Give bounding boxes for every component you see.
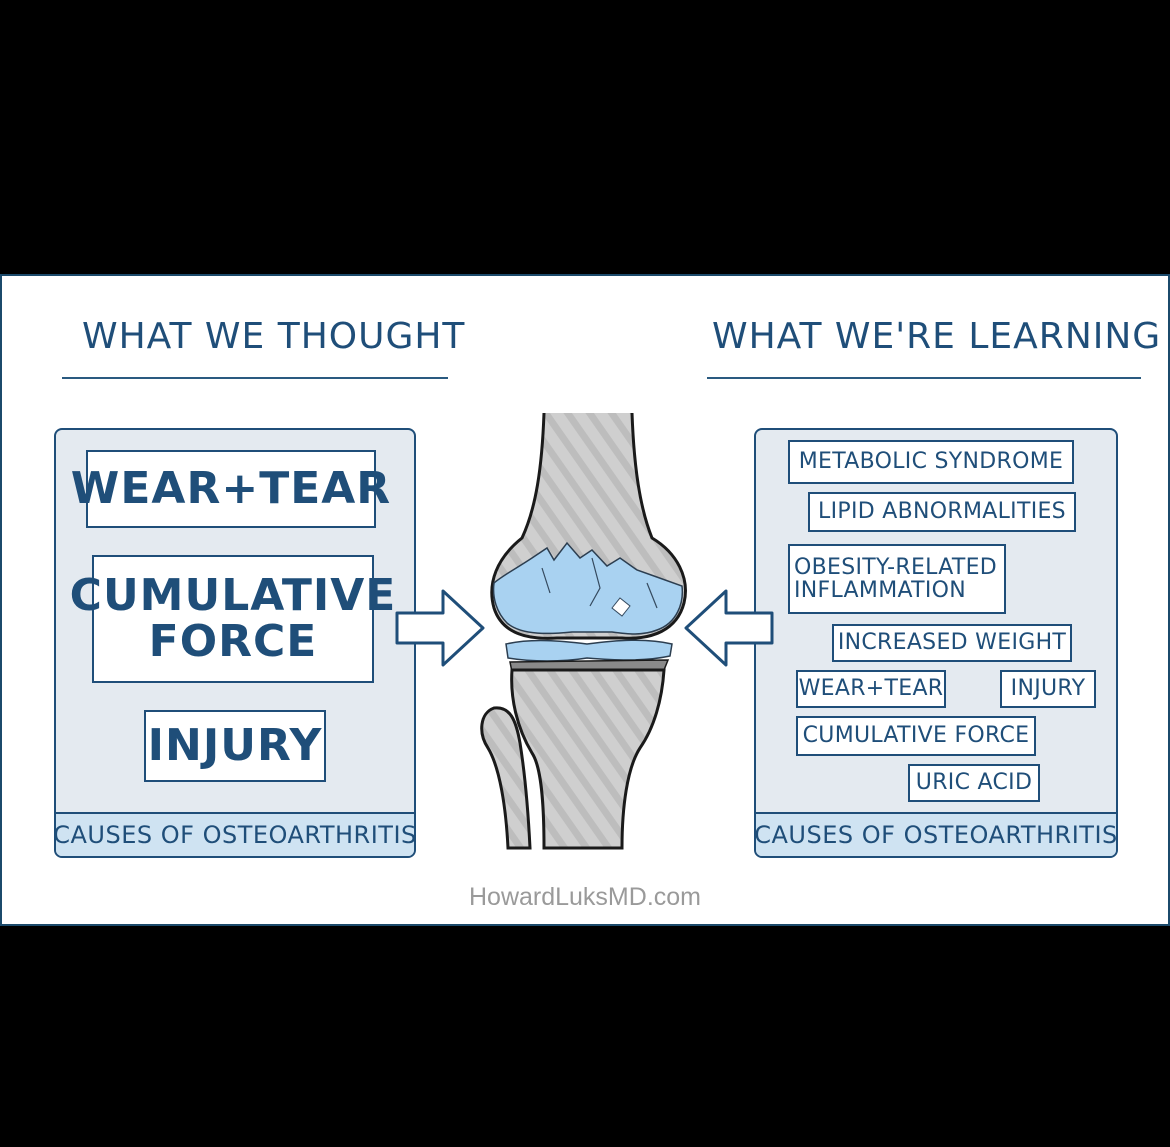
tibia-bone bbox=[510, 668, 666, 850]
left-heading: WHAT WE THOUGHT bbox=[82, 316, 466, 357]
cause-wear-tear-small: WEAR+TEAR bbox=[796, 670, 946, 708]
cause-lipid-abnormalities: LIPID ABNORMALITIES bbox=[808, 492, 1076, 532]
cause-cumulative-force: CUMULATIVE FORCE bbox=[70, 555, 395, 683]
right-causes-box: METABOLIC SYNDROME LIPID ABNORMALITIES O… bbox=[754, 428, 1118, 858]
tibial-cartilage bbox=[505, 639, 673, 662]
cause-cumulative-force-small: CUMULATIVE FORCE bbox=[796, 716, 1036, 756]
cause-metabolic-syndrome: METABOLIC SYNDROME bbox=[788, 440, 1074, 484]
infographic-panel: WHAT WE THOUGHT WHAT WE'RE LEARNING WEAR… bbox=[0, 274, 1170, 926]
cause-obesity-related-inflammation: OBESITY-RELATED INFLAMMATION bbox=[788, 544, 1006, 614]
knee-joint-illustration bbox=[480, 412, 687, 850]
fibula-bone bbox=[480, 706, 532, 850]
arrow-right-icon bbox=[395, 589, 485, 667]
femoral-cartilage bbox=[492, 541, 684, 635]
right-causes-footer: CAUSES OF OSTEOARTHRITIS bbox=[756, 812, 1116, 856]
arrow-left-icon bbox=[684, 589, 774, 667]
cause-increased-weight: INCREASED WEIGHT bbox=[832, 624, 1072, 662]
left-heading-rule bbox=[62, 377, 448, 379]
cause-wear-tear: WEAR+TEAR bbox=[71, 450, 390, 528]
left-causes-footer: CAUSES OF OSTEOARTHRITIS bbox=[56, 812, 414, 856]
watermark-text: HowardLuksMD.com bbox=[468, 883, 701, 911]
cause-injury: INJURY bbox=[144, 710, 326, 782]
cause-uric-acid: URIC ACID bbox=[908, 764, 1040, 802]
left-causes-box: WEAR+TEAR CUMULATIVE FORCE INJURY CAUSES… bbox=[54, 428, 416, 858]
right-heading-rule bbox=[707, 377, 1141, 379]
cause-injury-small: INJURY bbox=[1000, 670, 1096, 708]
right-heading: WHAT WE'RE LEARNING bbox=[712, 316, 1162, 357]
